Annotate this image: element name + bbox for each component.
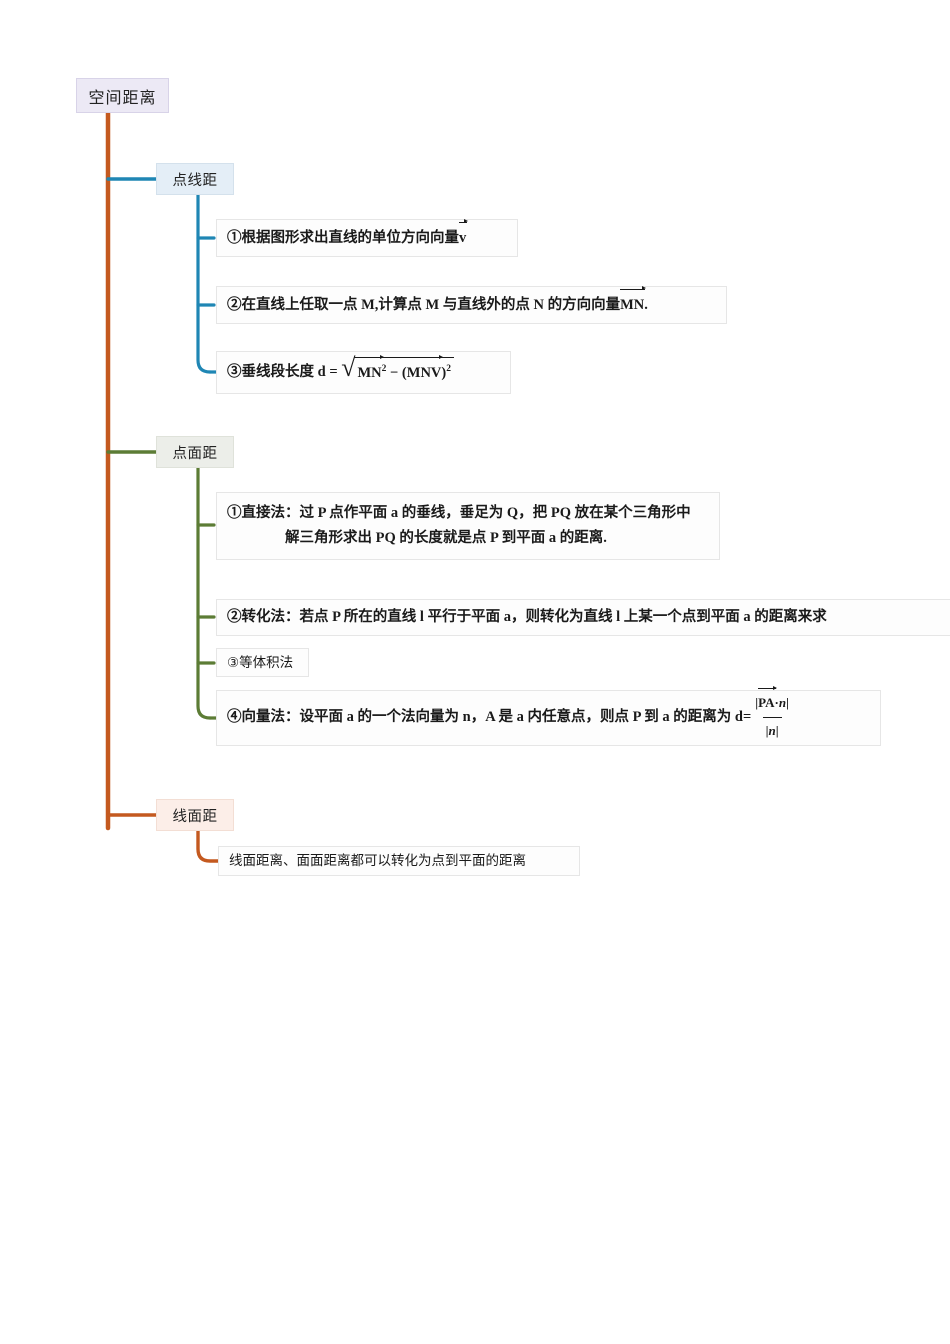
leaf-b1-l1-text: ①根据图形求出直线的单位方向向量v	[227, 219, 469, 253]
leaf-b2-l3[interactable]: ③等体积法	[216, 648, 309, 677]
leaf-body: 在直线上任取一点 M,计算点 M 与直线外的点 N 的方向向量	[241, 296, 621, 313]
branch-node-dian-xian-ju[interactable]: 点线距	[156, 163, 234, 195]
leaf-body: 转化法：若点 P 所在的直线 l 平行于平面 a，则转化为直线 l 上某一个点到…	[241, 608, 827, 625]
leaf-b2-l3-text: ③等体积法	[227, 650, 293, 676]
sqrt-symbol: √	[341, 353, 356, 383]
leaf-marker: ②	[227, 296, 242, 313]
leaf-marker: ②	[227, 608, 242, 625]
leaf-b2-l2-text: ②转化法：若点 P 所在的直线 l 平行于平面 a，则转化为直线 l 上某一个点…	[227, 604, 827, 632]
root-node[interactable]: 空间距离	[76, 78, 169, 113]
leaf-b1-l3-text: ③垂线段长度 d = √ MN2 − (MNV)2	[227, 353, 454, 388]
sqrt-expression: √ MN2 − (MNV)2	[341, 353, 454, 388]
leaf-b2-l1[interactable]: ①直接法：过 P 点作平面 a 的垂线，垂足为 Q，把 PQ 放在某个三角形中 …	[216, 492, 720, 560]
leaf-marker: ①	[227, 505, 242, 521]
leaf-body: 向量法：设平面 a 的一个法向量为 n，A 是 a 内任意点，则点 P 到 a …	[241, 709, 752, 726]
branch-node-label: 点面距	[172, 445, 218, 462]
normal-vector-n: n	[768, 723, 776, 738]
exponent: 2	[446, 364, 451, 375]
fraction-distance-formula: |PA·n||n|	[752, 685, 792, 744]
vector-mn: MN	[620, 286, 647, 320]
leaf-b2-l1-text: ①直接法：过 P 点作平面 a 的垂线，垂足为 Q，把 PQ 放在某个三角形中 …	[227, 501, 691, 552]
leaf-b2-l4-text: ④向量法：设平面 a 的一个法向量为 n，A 是 a 内任意点，则点 P 到 a…	[227, 685, 793, 744]
vector-mnv: MNV	[406, 354, 444, 388]
leaf-body: 等体积法	[239, 654, 294, 670]
leaf-marker: ③	[227, 654, 240, 670]
branch-node-dian-mian-ju[interactable]: 点面距	[156, 436, 234, 468]
leaf-body-line2: 解三角形求出 PQ 的长度就是点 P 到平面 a 的距离.	[285, 530, 607, 547]
branch1-spine	[196, 193, 212, 374]
leaf-b3-l1[interactable]: 线面距离、面面距离都可以转化为点到平面的距离	[218, 846, 580, 876]
leaf-body: 线面距离、面面距离都可以转化为点到平面的距离	[229, 853, 526, 869]
leaf-b1-l2[interactable]: ②在直线上任取一点 M,计算点 M 与直线外的点 N 的方向向量MN.	[216, 286, 727, 324]
branch-node-xian-mian-ju[interactable]: 线面距	[156, 799, 234, 831]
branch-node-label: 线面距	[172, 808, 218, 825]
leaf-body: 直接法：过 P 点作平面 a 的垂线，垂足为 Q，把 PQ 放在某个三角形中	[241, 505, 691, 521]
leaf-b1-l1[interactable]: ①根据图形求出直线的单位方向向量v	[216, 219, 518, 257]
branch-node-label: 点线距	[172, 172, 218, 189]
branch3-spine	[196, 829, 220, 863]
leaf-body: 根据图形求出直线的单位方向向量	[241, 229, 460, 246]
leaf-b2-l4[interactable]: ④向量法：设平面 a 的一个法向量为 n，A 是 a 内任意点，则点 P 到 a…	[216, 685, 881, 746]
normal-vector-n: n	[778, 695, 787, 711]
leaf-b1-l2-text: ②在直线上任取一点 M,计算点 M 与直线外的点 N 的方向向量MN.	[227, 286, 648, 320]
sqrt-radicand: MN2 − (MNV)2	[354, 354, 454, 388]
leaf-b2-l2[interactable]: ②转化法：若点 P 所在的直线 l 平行于平面 a，则转化为直线 l 上某一个点…	[216, 599, 950, 636]
leaf-marker: ③	[227, 364, 242, 381]
root-node-label: 空间距离	[88, 89, 157, 107]
leaf-body: 垂线段长度 d =	[241, 364, 338, 381]
vector-v: v	[459, 219, 469, 253]
branch2-spine	[196, 466, 212, 720]
vector-mn: MN	[357, 354, 384, 388]
exponent: 2	[381, 364, 387, 375]
leaf-marker: ④	[227, 709, 242, 726]
fraction-denominator: |n|	[762, 717, 782, 744]
leaf-b1-l3[interactable]: ③垂线段长度 d = √ MN2 − (MNV)2	[216, 351, 511, 394]
leaf-marker: ①	[227, 229, 242, 246]
leaf-b3-l1-text: 线面距离、面面距离都可以转化为点到平面的距离	[229, 848, 526, 874]
leaf-suffix: .	[644, 296, 648, 313]
operator: −	[390, 365, 399, 382]
vector-pa: PA	[758, 685, 777, 716]
fraction-numerator: |PA·n|	[752, 685, 792, 717]
